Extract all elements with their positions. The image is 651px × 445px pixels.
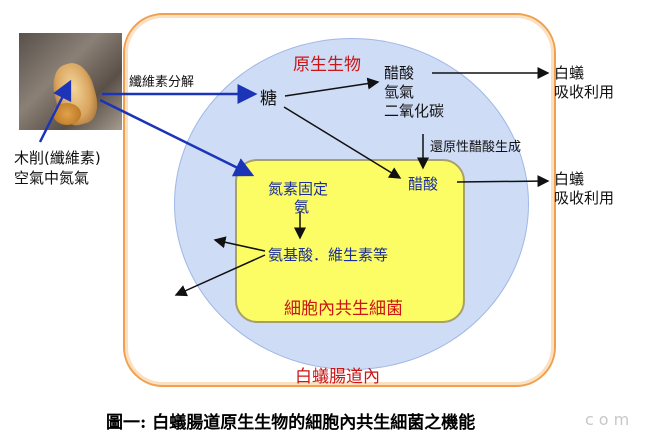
termite-absorb-1-line2: 吸收利用 (554, 83, 615, 101)
termite-absorb-2-line2: 吸收利用 (554, 189, 615, 207)
sugar-label: 糖 (260, 89, 277, 109)
reductive-acetogenesis-label: 還原性醋酸生成 (430, 140, 522, 155)
termite-absorb-1-line1: 白蟻 (554, 64, 585, 82)
figure-caption: 圖一: 白蟻腸道原生生物的細胞內共生細菌之機能 (106, 413, 476, 433)
ammonia-label: 氨 (294, 198, 310, 216)
product-acetate: 醋酸 (384, 64, 415, 82)
amino-acids-label: 氨基酸．維生素等 (268, 246, 389, 264)
nitrogen-fixation-label: 氮素固定 (268, 180, 329, 198)
endosymbiont-bacteria (235, 159, 465, 323)
arrow-amino-up (213, 236, 266, 252)
product-hydrogen: 氫氣 (384, 83, 415, 101)
arrow-amino-down (174, 254, 266, 297)
arrow-photo-to-bacteria (99, 98, 255, 177)
watermark: com (585, 410, 635, 429)
protozoa-title: 原生生物 (293, 55, 361, 75)
source-wood: 木削(纖維素) (14, 149, 101, 167)
acetate-label: 醋酸 (408, 175, 439, 193)
gut-label: 白蟻腸道內 (295, 367, 380, 387)
endosymbiont-label: 細胞內共生細菌 (284, 299, 403, 319)
termite-absorb-2-line1: 白蟻 (554, 170, 585, 188)
arrow-source-to-photo (38, 79, 72, 143)
termite-absorb-1: 白蟻 吸收利用 (554, 64, 614, 102)
product-co2: 二氧化碳 (384, 102, 445, 120)
products-list: 醋酸 氫氣 二氧化碳 (384, 64, 444, 121)
termite-head (53, 103, 81, 125)
arrow-sugar-to-products (284, 77, 380, 97)
termite-absorb-2: 白蟻 吸收利用 (554, 170, 614, 208)
termite-gut-boundary (123, 13, 556, 387)
source-nitrogen: 空氣中氮氣 (14, 169, 90, 187)
arrow-acetate-to-termite (456, 175, 550, 188)
cellulose-breakdown-label: 纖維素分解 (129, 75, 195, 90)
arrow-sugar-to-acetate (283, 106, 402, 179)
source-labels: 木削(纖維素) 空氣中氮氣 (14, 148, 101, 188)
